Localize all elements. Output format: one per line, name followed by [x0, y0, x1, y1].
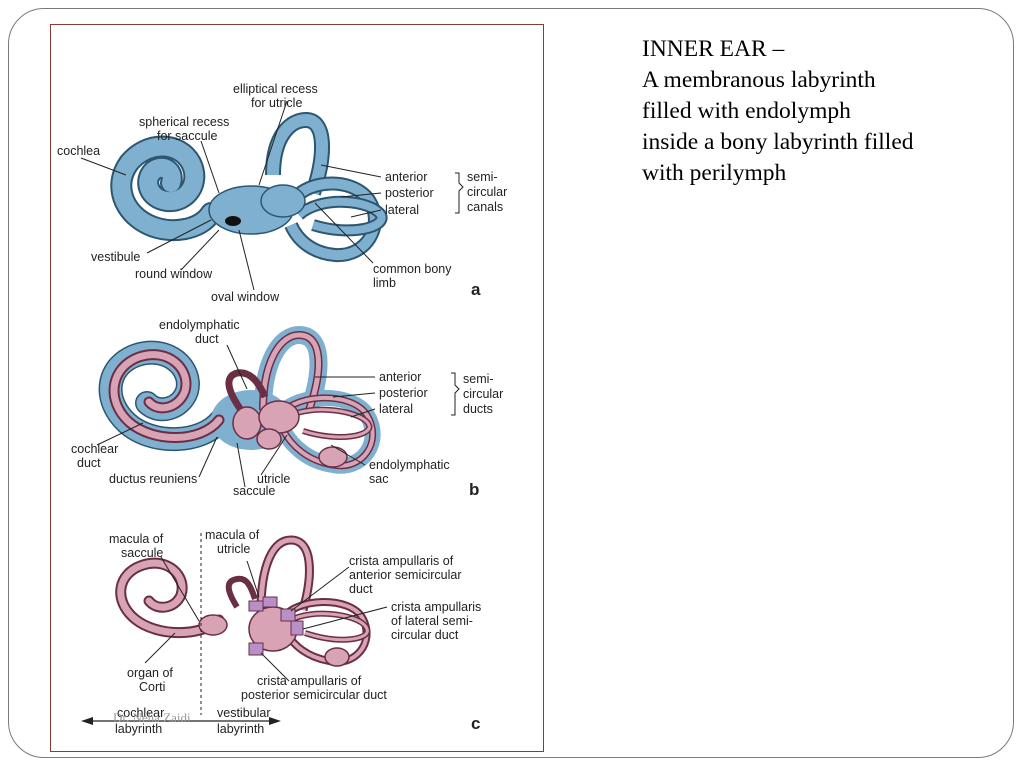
panel-c-leader-lines	[144, 556, 388, 682]
macula-utricle-mark	[262, 596, 278, 608]
bony-cochlea	[110, 135, 222, 242]
label-elliptical-recess-2: for utricle	[251, 96, 302, 110]
membranous-saccule-c	[198, 614, 228, 636]
slide-body-line-1: A membranous labyrinth	[642, 67, 876, 93]
panel-c-letter: c	[471, 714, 480, 733]
label-crista-lateral-1: crista ampullaris	[391, 600, 481, 614]
label-common-bony-limb-2: limb	[373, 276, 396, 290]
crista-anterior-mark	[280, 608, 296, 622]
label-macula-utricle-2: utricle	[217, 542, 250, 556]
label-posterior-canal: posterior	[385, 186, 434, 200]
label-lateral-canal: lateral	[385, 203, 419, 217]
label-spherical-recess-2: for saccule	[157, 129, 217, 143]
label-common-bony-limb-1: common bony	[373, 262, 452, 276]
watermark-text: Dr. Neha Zaidi	[113, 710, 191, 725]
label-crista-posterior-2: posterior semicircular duct	[241, 688, 387, 702]
panel-a-bony-labyrinth: elliptical recess for utricle spherical …	[57, 82, 507, 304]
label-ductus-reuniens: ductus reuniens	[109, 472, 197, 486]
panel-c-sensory-areas: macula of saccule macula of utricle cris…	[81, 528, 481, 736]
label-semi-b-2: circular	[463, 387, 503, 401]
slide-body-line-4: with perilymph	[642, 160, 787, 186]
label-cochlear-labyrinth-1: cochlear	[117, 706, 164, 720]
label-macula-saccule-1: macula of	[109, 532, 164, 546]
label-crista-lateral-2: of lateral semi-	[391, 614, 473, 628]
membranous-vestibule-part	[256, 428, 282, 450]
label-organ-of-corti-1: organ of	[127, 666, 173, 680]
label-crista-lateral-3: circular duct	[391, 628, 459, 642]
label-crista-anterior-3: duct	[349, 582, 373, 596]
membranous-cochlea-c	[115, 557, 225, 639]
label-cochlear-labyrinth-2: labyrinth	[115, 722, 162, 736]
label-semi-a-2: circular	[467, 185, 507, 199]
label-semi-a-1: semi-	[467, 170, 498, 184]
label-endolymphatic-duct-1: endolymphatic	[159, 318, 240, 332]
inner-ear-figure: elliptical recess for utricle spherical …	[50, 24, 544, 752]
label-anterior-canal: anterior	[385, 170, 427, 184]
membranous-sac-c	[324, 647, 350, 667]
panel-b-membranous-labyrinth: endolymphatic duct anterior posterior la…	[71, 318, 503, 499]
crista-posterior-mark	[248, 642, 264, 656]
label-posterior-duct: posterior	[379, 386, 428, 400]
label-endolymphatic-sac-2: sac	[369, 472, 388, 486]
label-saccule: saccule	[233, 484, 275, 498]
membranous-utricle	[258, 400, 300, 434]
label-semi-b-3: ducts	[463, 402, 493, 416]
panel-a-letter: a	[471, 280, 481, 299]
label-semi-a-3: canals	[467, 200, 503, 214]
label-utricle: utricle	[257, 472, 290, 486]
membranous-cochlear-duct	[108, 349, 225, 443]
label-endolymphatic-duct-2: duct	[195, 332, 219, 346]
label-round-window: round window	[135, 267, 213, 281]
label-cochlear-duct-1: cochlear	[71, 442, 118, 456]
label-organ-of-corti-2: Corti	[139, 680, 165, 694]
membranous-saccule	[232, 406, 262, 440]
label-crista-anterior-1: crista ampullaris of	[349, 554, 454, 568]
label-semi-b-1: semi-	[463, 372, 494, 386]
label-oval-window: oval window	[211, 290, 280, 304]
label-crista-posterior-1: crista ampullaris of	[257, 674, 362, 688]
label-cochlea: cochlea	[57, 144, 100, 158]
panel-b-leader-lines	[96, 344, 460, 488]
membranous-endolymphatic-duct	[225, 369, 269, 413]
membranous-endolymphatic-sac	[318, 446, 348, 468]
bony-vestibule-recess	[260, 184, 306, 218]
panel-b-letter: b	[469, 480, 479, 499]
label-vestibule: vestibule	[91, 250, 140, 264]
slide-title: INNER EAR –	[642, 36, 785, 62]
labyrinth-arrow	[81, 717, 281, 725]
label-elliptical-recess-1: elliptical recess	[233, 82, 318, 96]
label-cochlear-duct-2: duct	[77, 456, 101, 470]
bony-semicircular-canals	[265, 111, 388, 262]
membranous-ducts-c	[225, 535, 371, 666]
label-anterior-duct: anterior	[379, 370, 421, 384]
label-crista-anterior-2: anterior semicircular	[349, 568, 462, 582]
label-vestibular-labyrinth-2: labyrinth	[217, 722, 264, 736]
label-lateral-duct: lateral	[379, 402, 413, 416]
slide-body-line-2: filled with endolymph	[642, 98, 851, 124]
label-macula-saccule-2: saccule	[121, 546, 163, 560]
slide-body-line-3: inside a bony labyrinth filled	[642, 129, 914, 155]
macula-saccule-mark	[248, 600, 264, 612]
label-endolymphatic-sac-1: endolymphatic	[369, 458, 450, 472]
slide-text-block: INNER EAR – A membranous labyrinth fille…	[642, 34, 1002, 189]
label-vestibular-labyrinth-1: vestibular	[217, 706, 271, 720]
panel-a-leader-lines	[80, 100, 464, 291]
crista-lateral-mark	[290, 620, 304, 636]
label-spherical-recess-1: spherical recess	[139, 115, 229, 129]
oval-window-mark	[225, 216, 241, 226]
label-macula-utricle-1: macula of	[205, 528, 260, 542]
